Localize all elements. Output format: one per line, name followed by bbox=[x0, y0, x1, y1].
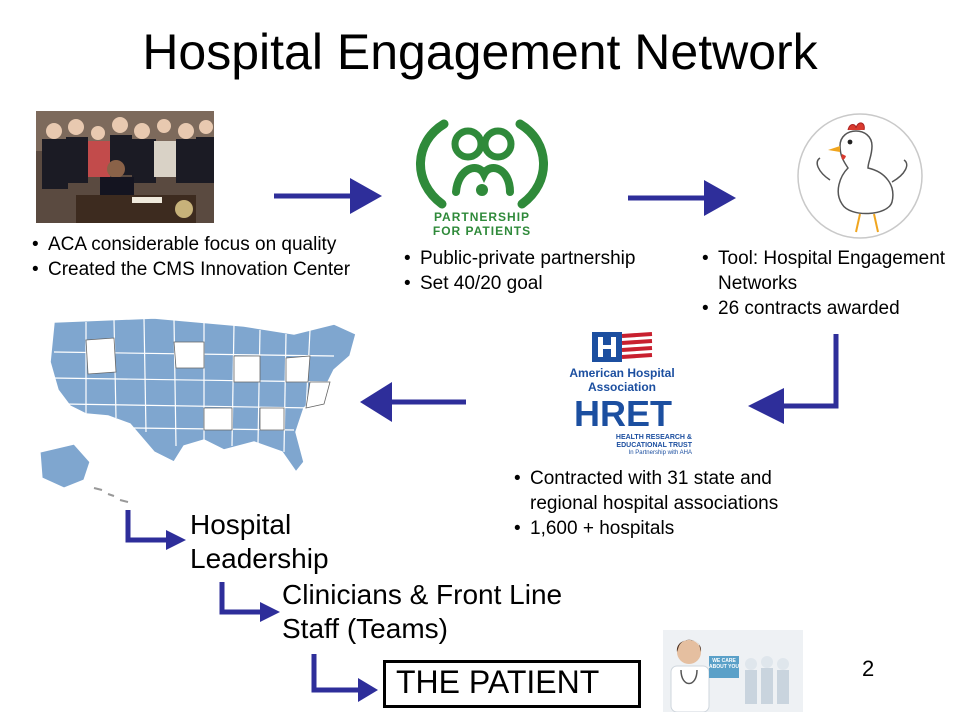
logo-line-1: Partnership bbox=[433, 210, 531, 224]
step3-bullets: Tool: Hospital Engagement Networks 26 co… bbox=[700, 246, 950, 321]
bullet-item: ACA considerable focus on quality bbox=[30, 232, 390, 257]
aca-signing-photo bbox=[36, 111, 214, 223]
the-patient-box: THE PATIENT bbox=[383, 660, 641, 708]
arrow-right-icon bbox=[274, 178, 382, 214]
cascade-hospital-leadership-line-2: Leadership bbox=[190, 543, 329, 574]
aha-name-line-2: Association bbox=[587, 380, 656, 394]
aha-hret-logo: American Hospital Association HRET HEALT… bbox=[552, 330, 692, 460]
doctors-photo: WE CARE ABOUT YOU bbox=[663, 630, 803, 712]
cascade-hospital-leadership-line-1: Hospital bbox=[190, 509, 292, 540]
hret-logo-text: HRET bbox=[574, 393, 672, 434]
bullet-item: Public-private partnership bbox=[402, 246, 702, 271]
bullet-item: Set 40/20 goal bbox=[402, 271, 702, 296]
us-map bbox=[39, 317, 357, 503]
cascade-arrow-3-icon bbox=[311, 654, 378, 702]
step2-bullets: Public-private partnership Set 40/20 goa… bbox=[402, 246, 702, 296]
bullet-item: 1,600 + hospitals bbox=[512, 516, 842, 541]
cascade-clinicians-line-1: Clinicians & Front Line bbox=[282, 579, 563, 610]
bullet-item: Created the CMS Innovation Center bbox=[30, 257, 390, 282]
chicken-illustration bbox=[797, 113, 923, 239]
slide-title: Hospital Engagement Network bbox=[142, 24, 818, 80]
partnership-for-patients-logo: Partnership for Patients bbox=[412, 112, 552, 242]
bullet-item: Tool: Hospital Engagement Networks bbox=[700, 246, 950, 296]
bullet-item: Contracted with 31 state and regional ho… bbox=[512, 466, 842, 516]
arrow-right-icon bbox=[628, 180, 736, 216]
arrow-down-left-icon bbox=[748, 334, 839, 424]
cascade-clinicians-line-2: Staff (Teams) bbox=[282, 613, 448, 644]
step1-bullets: ACA considerable focus on quality Create… bbox=[30, 232, 390, 282]
hret-sub-1: HEALTH RESEARCH & bbox=[615, 434, 692, 441]
page-number: 2 bbox=[862, 656, 875, 681]
cascade-arrow-2-icon bbox=[219, 582, 280, 622]
hret-sub-3: In Partnership with AHA bbox=[628, 450, 692, 456]
hret-sub-2: EDUCATIONAL TRUST bbox=[616, 442, 692, 449]
step4-bullets: Contracted with 31 state and regional ho… bbox=[512, 466, 842, 541]
arrow-left-icon bbox=[360, 382, 466, 422]
cascade-arrow-1-icon bbox=[125, 510, 186, 550]
logo-line-2: for Patients bbox=[432, 224, 532, 238]
bullet-item: 26 contracts awarded bbox=[700, 296, 950, 321]
aha-name-line-1: American Hospital bbox=[569, 366, 675, 380]
doctors-sign-text: WE CARE ABOUT YOU bbox=[709, 658, 739, 670]
